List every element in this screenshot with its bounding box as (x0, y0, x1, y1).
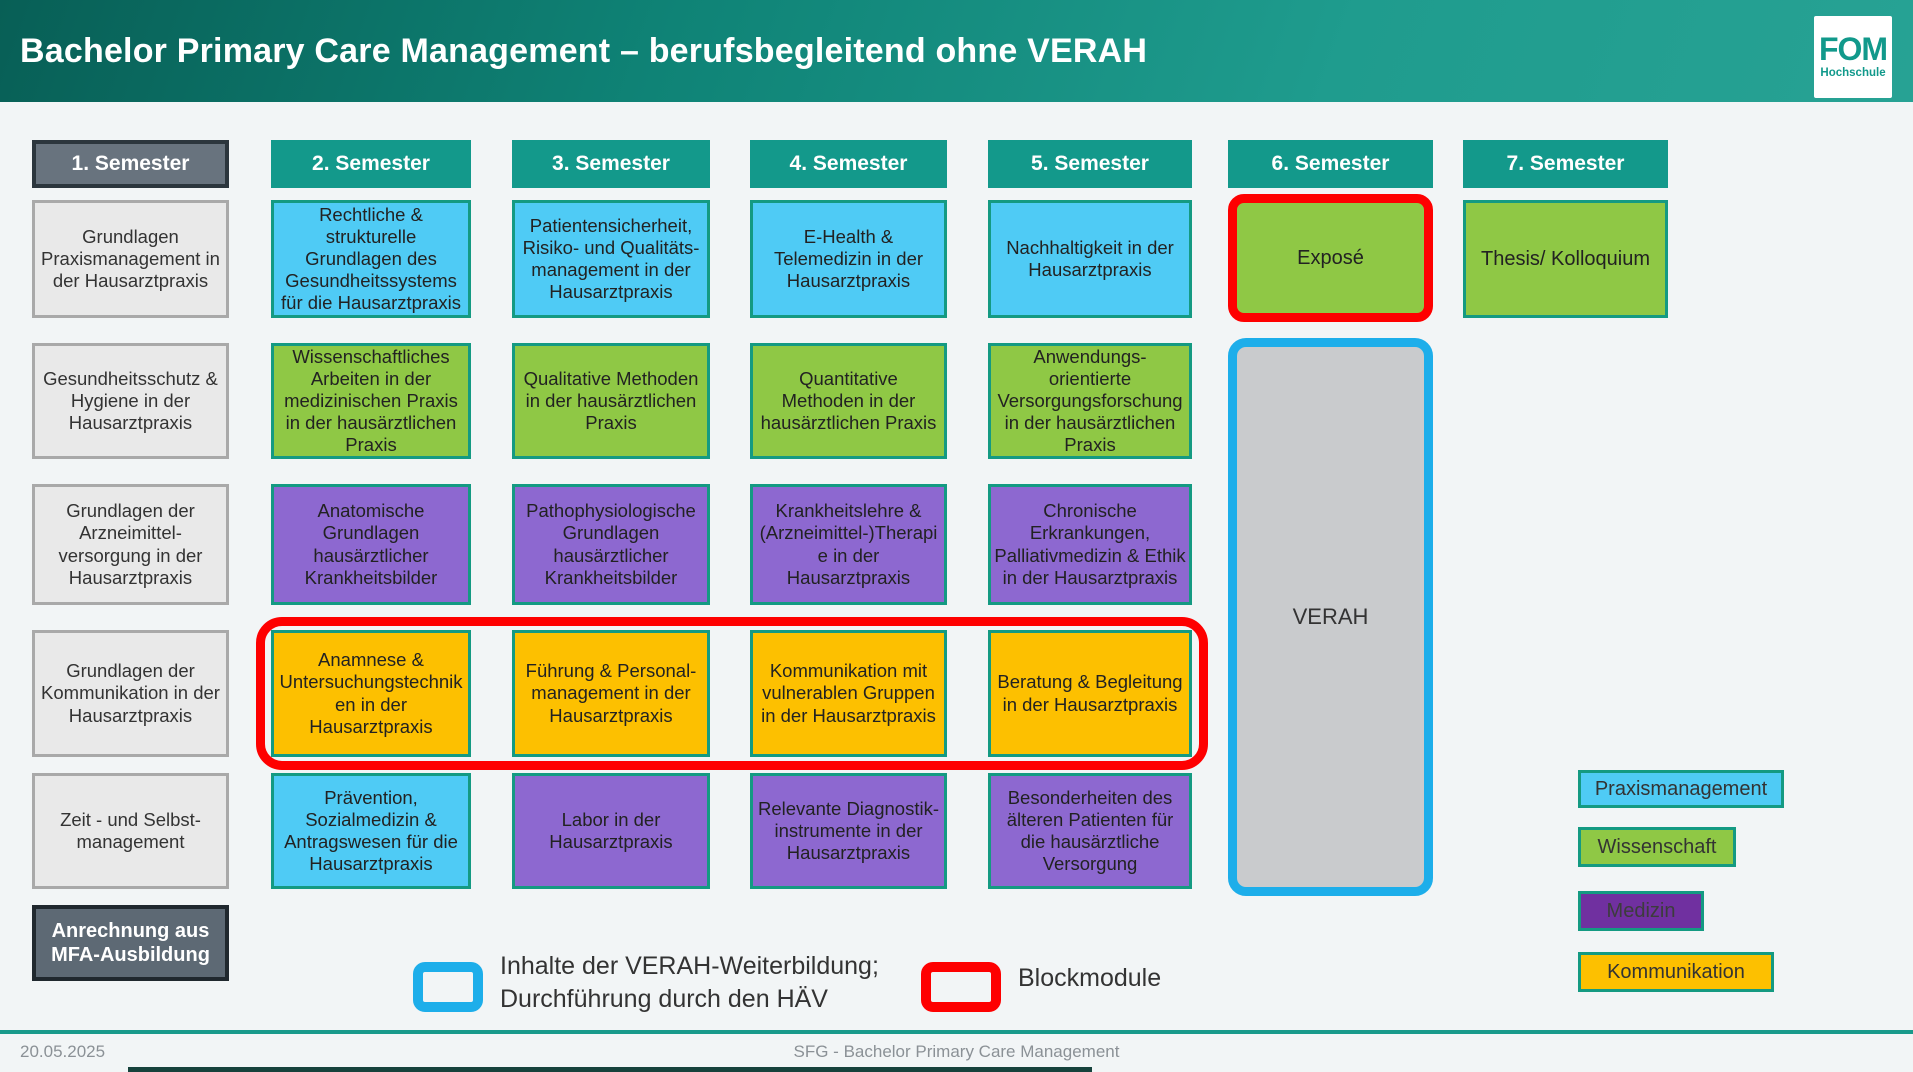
semester-header-7: 7. Semester (1463, 140, 1668, 188)
module-gesundheitsschutz-hygiene: Gesundheitsschutz & Hygiene in der Hausa… (32, 343, 229, 459)
verah-frame-label: Inhalte der VERAH-Weiterbildung; Durchfü… (500, 952, 879, 1013)
module-pathophysiologische-grundlagen: Pathophysiologische Grundlagen hausärztl… (512, 484, 710, 605)
module-rechtliche-grundlagen: Rechtliche & strukturelle Grundlagen des… (271, 200, 471, 318)
module-anamnese-untersuchungstechniken: Anamnese & Untersuchungstechniken in der… (271, 630, 471, 757)
fom-logo-text: FOM (1818, 31, 1888, 68)
blockmodule-label: Blockmodule (1018, 964, 1162, 992)
module-krankheitslehre-therapie: Krankheitslehre & (Arzneimittel-)Therapi… (750, 484, 947, 605)
semester-header-3: 3. Semester (512, 140, 710, 188)
page-title: Bachelor Primary Care Management – beruf… (20, 31, 1148, 70)
legend-medizin: Medizin (1578, 891, 1704, 931)
semester-header-2: 2. Semester (271, 140, 471, 188)
module-kommunikation-vulnerable-gruppen: Kommunikation mit vulnerablen Gruppen in… (750, 630, 947, 757)
module-zeit-selbstmanagement: Zeit - und Selbst-management (32, 773, 229, 889)
legend-praxismanagement: Praxismanagement (1578, 770, 1784, 808)
header-bar: Bachelor Primary Care Management – beruf… (0, 0, 1913, 102)
blockmodule-swatch (921, 962, 1001, 1012)
module-qualitative-methoden: Qualitative Methoden in der hausärztlich… (512, 343, 710, 459)
bottom-edge-bar (128, 1067, 1092, 1072)
module-thesis-kolloquium: Thesis/ Kolloquium (1463, 200, 1668, 318)
module-grundlagen-praxismanagement: Grundlagen Praxismanagement in der Hausa… (32, 200, 229, 318)
module-fuehrung-personalmanagement: Führung & Personal-management in der Hau… (512, 630, 710, 757)
semester-header-6: 6. Semester (1228, 140, 1433, 188)
fom-logo: FOM Hochschule (1814, 16, 1892, 98)
footer-date: 20.05.2025 (20, 1042, 106, 1061)
module-grundlagen-kommunikation: Grundlagen der Kommunikation in der Haus… (32, 630, 229, 757)
module-beratung-begleitung: Beratung & Begleitung in der Hausarztpra… (988, 630, 1192, 757)
verah-frame-swatch (413, 962, 483, 1012)
module-expose: Exposé (1228, 194, 1433, 322)
module-versorgungsforschung: Anwendungs-orientierte Versorgungsforsch… (988, 343, 1192, 459)
fom-logo-subtext: Hochschule (1820, 66, 1886, 79)
module-nachhaltigkeit: Nachhaltigkeit in der Hausarztpraxis (988, 200, 1192, 318)
semester-header-5: 5. Semester (988, 140, 1192, 188)
module-ehealth-telemedizin: E-Health & Telemedizin in der Hausarztpr… (750, 200, 947, 318)
module-wissenschaftliches-arbeiten: Wissenschaftliches Arbeiten in der mediz… (271, 343, 471, 459)
badge-anrechnung-mfa: Anrechnung aus MFA-Ausbildung (32, 905, 229, 981)
module-grundlagen-arzneimittelversorgung: Grundlagen der Arzneimittel-versorgung i… (32, 484, 229, 605)
module-relevante-diagnostikinstrumente: Relevante Diagnostik-instrumente in der … (750, 773, 947, 889)
footer-divider (0, 1030, 1913, 1034)
semester-header-4: 4. Semester (750, 140, 947, 188)
module-labor: Labor in der Hausarztpraxis (512, 773, 710, 889)
module-verah-block: VERAH (1228, 338, 1433, 896)
module-quantitative-methoden: Quantitative Methoden in der hausärztlic… (750, 343, 947, 459)
module-patientensicherheit: Patientensicherheit, Risiko- und Qualitä… (512, 200, 710, 318)
semester-header-1: 1. Semester (32, 140, 229, 188)
module-praevention-sozialmedizin: Prävention, Sozialmedizin & Antragswesen… (271, 773, 471, 889)
footer-caption: SFG - Bachelor Primary Care Management (793, 1042, 1120, 1061)
legend-kommunikation: Kommunikation (1578, 952, 1774, 992)
legend-wissenschaft: Wissenschaft (1578, 827, 1736, 867)
module-besonderheiten-aeltere-patienten: Besonderheiten des älteren Patienten für… (988, 773, 1192, 889)
module-chronische-erkrankungen: Chronische Erkrankungen, Palliativmedizi… (988, 484, 1192, 605)
module-anatomische-grundlagen: Anatomische Grundlagen hausärztlicher Kr… (271, 484, 471, 605)
